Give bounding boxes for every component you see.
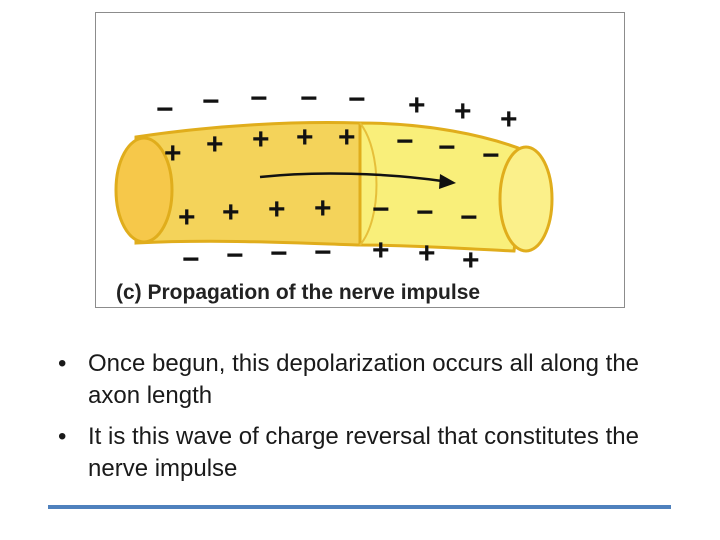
inner-upper-minus-signs: − − −: [396, 125, 500, 172]
inner-lower-minus-signs: − − −: [372, 193, 478, 234]
minus-sign: −: [314, 236, 332, 269]
bullet-text: It is this wave of charge reversal that …: [88, 423, 639, 482]
figure-caption: (c) Propagation of the nerve impulse: [116, 281, 480, 304]
minus-sign: −: [396, 125, 414, 158]
plus-sign: +: [418, 237, 436, 270]
plus-sign: +: [178, 201, 196, 234]
outer-top-plus-signs: + + +: [408, 89, 518, 136]
axon-left-end-cap: [114, 136, 174, 244]
plus-sign: +: [462, 244, 480, 277]
bullet-dot-icon: •: [58, 423, 67, 450]
plus-sign: +: [206, 128, 224, 161]
minus-sign: −: [372, 193, 390, 226]
plus-sign: +: [454, 95, 472, 128]
outer-top-minus-signs: − − − − −: [156, 82, 366, 126]
propagation-arrowhead: [439, 174, 456, 189]
figure-frame: − − − − − + + + + + + + + − − − + +: [95, 12, 625, 308]
bullet-dot-icon: •: [58, 350, 67, 377]
plus-sign: +: [314, 192, 332, 225]
minus-sign: −: [270, 237, 288, 270]
bullet-text: Once begun, this depolarization occurs a…: [88, 350, 640, 409]
minus-sign: −: [416, 196, 434, 229]
plus-sign: +: [268, 193, 286, 226]
plus-sign: +: [222, 196, 240, 229]
plus-sign: +: [372, 234, 390, 267]
minus-sign: −: [482, 139, 500, 172]
plus-sign: +: [296, 121, 314, 154]
inner-upper-plus-signs: + + + + +: [164, 121, 356, 170]
axon-right-end-cap: [498, 145, 554, 253]
outer-bottom-minus-signs: − − − −: [182, 236, 332, 276]
depolarization-front: [359, 122, 378, 246]
footer-divider: [48, 505, 671, 509]
bullet-item: • Once begun, this depolarization occurs…: [58, 348, 658, 412]
plus-sign: +: [408, 89, 426, 122]
plus-sign: +: [252, 123, 270, 156]
outer-bottom-plus-signs: + + +: [372, 234, 480, 277]
plus-sign: +: [164, 137, 182, 170]
minus-sign: −: [182, 243, 200, 276]
bullet-item: • It is this wave of charge reversal tha…: [58, 421, 658, 485]
minus-sign: −: [202, 85, 220, 118]
minus-sign: −: [300, 82, 318, 115]
minus-sign: −: [250, 82, 268, 115]
bullet-list: • Once begun, this depolarization occurs…: [58, 348, 658, 494]
minus-sign: −: [348, 83, 366, 116]
axon-diagram: − − − − − + + + + + + + + − − − + +: [114, 82, 554, 304]
propagation-arrow: [259, 172, 443, 183]
plus-sign: +: [500, 103, 518, 136]
minus-sign: −: [226, 239, 244, 272]
minus-sign: −: [460, 201, 478, 234]
inner-lower-plus-signs: + + + +: [178, 192, 332, 234]
minus-sign: −: [438, 131, 456, 164]
plus-sign: +: [338, 121, 356, 154]
minus-sign: −: [156, 93, 174, 126]
